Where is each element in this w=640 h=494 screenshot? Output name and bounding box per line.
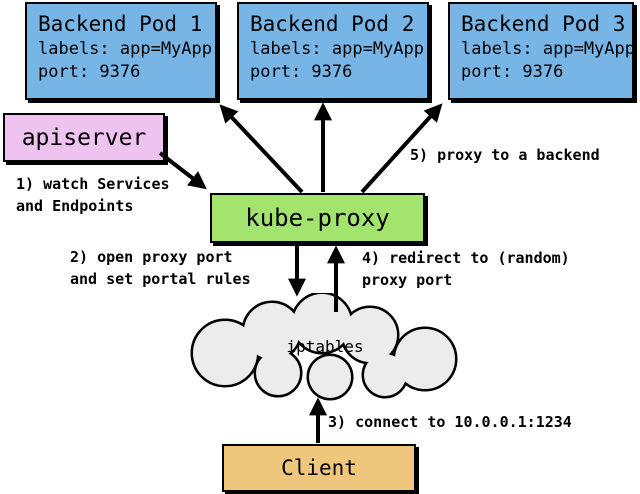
pod-labels-line: labels: app=MyApp	[461, 39, 635, 59]
kube-proxy-box: kube-proxy	[210, 193, 425, 243]
pod-port-line: port: 9376	[38, 62, 141, 82]
iptables-label: iptables	[286, 337, 364, 356]
backend-pod-3-box: Backend Pod 3 labels: app=MyApp port: 93…	[448, 2, 635, 100]
step-label-4: 4) redirect to (random) proxy port	[362, 249, 570, 289]
iptables-cloud: iptables	[190, 291, 460, 401]
client-box: Client	[222, 444, 416, 492]
apiserver-box: apiserver	[3, 113, 165, 162]
pod-title: Backend Pod 1	[38, 12, 203, 36]
client-label: Client	[281, 456, 357, 480]
pod-title: Backend Pod 3	[461, 12, 626, 36]
step-label-2: 2) open proxy port and set portal rules	[70, 248, 251, 288]
backend-pod-2-box: Backend Pod 2 labels: app=MyApp port: 93…	[237, 2, 429, 100]
pod-title: Backend Pod 2	[250, 12, 415, 36]
step-label-5: 5) proxy to a backend	[410, 146, 600, 164]
kube-proxy-label: kube-proxy	[245, 204, 390, 232]
pod-port-line: port: 9376	[461, 62, 564, 82]
apiserver-label: apiserver	[21, 124, 147, 151]
pod-labels-line: labels: app=MyApp	[38, 39, 212, 59]
step-label-1: 1) watch Services and Endpoints	[16, 175, 170, 215]
pod-port-line: port: 9376	[250, 62, 353, 82]
pod-labels-line: labels: app=MyApp	[250, 39, 424, 59]
cloud-shape	[190, 291, 458, 401]
backend-pod-1-box: Backend Pod 1 labels: app=MyApp port: 93…	[25, 2, 217, 100]
step-label-3: 3) connect to 10.0.0.1:1234	[328, 413, 572, 431]
arrow-kube-proxy-to-pod1	[219, 104, 304, 194]
